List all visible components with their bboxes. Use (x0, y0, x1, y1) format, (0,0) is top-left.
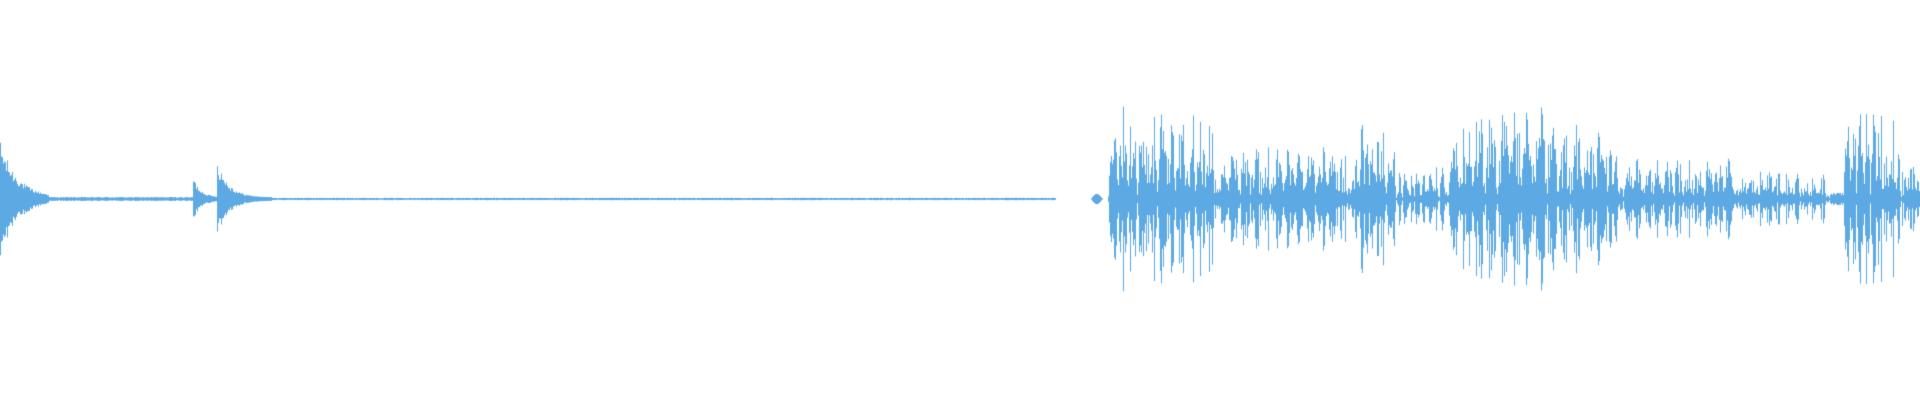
audio-waveform (0, 0, 1920, 400)
